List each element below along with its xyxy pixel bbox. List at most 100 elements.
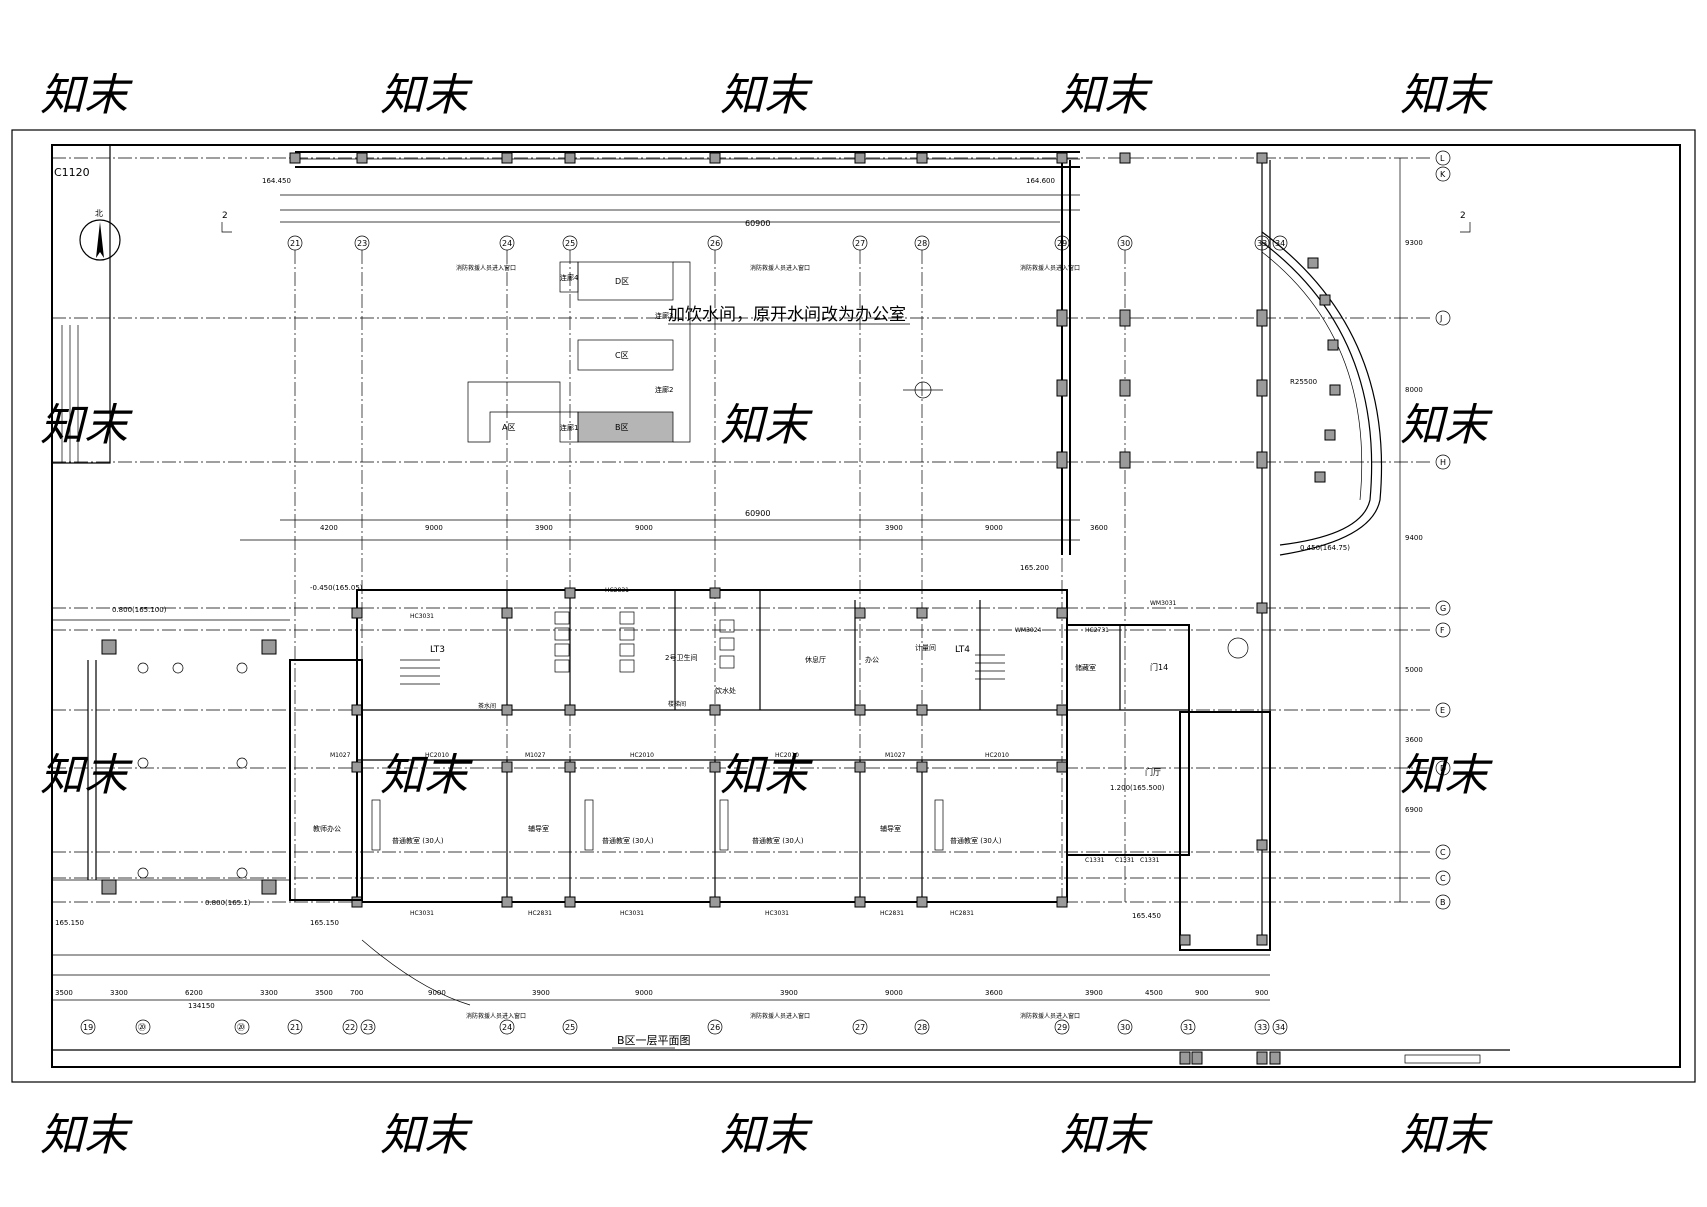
section-mark-left: 2 xyxy=(222,211,228,221)
svg-text:知末: 知末 xyxy=(720,400,813,451)
svg-text:知末: 知末 xyxy=(1400,70,1493,121)
svg-text:900: 900 xyxy=(1255,989,1268,997)
svg-text:27: 27 xyxy=(855,1023,865,1032)
svg-text:知末: 知末 xyxy=(720,70,813,121)
classroom-3: 普通教室 (30人) xyxy=(752,836,804,845)
svg-text:C1331: C1331 xyxy=(1085,857,1105,864)
right-bay xyxy=(1056,160,1271,940)
svg-text:知末: 知末 xyxy=(1400,400,1493,451)
svg-text:28: 28 xyxy=(917,1023,927,1032)
grid-row-K: K xyxy=(1440,170,1446,179)
svg-text:知末: 知末 xyxy=(1400,1110,1493,1161)
curved-wing: R25500 xyxy=(1261,231,1383,556)
svg-text:34: 34 xyxy=(1275,239,1285,248)
dim-right-1: 9300 xyxy=(1405,239,1423,247)
lobby-block: 门厅 1.200(165.500) xyxy=(1066,602,1271,951)
svg-text:23: 23 xyxy=(357,239,367,248)
svg-text:HC3031: HC3031 xyxy=(410,613,434,620)
svg-text:3300: 3300 xyxy=(110,989,128,997)
svg-text:30: 30 xyxy=(1120,239,1130,248)
svg-text:知末: 知末 xyxy=(1060,70,1153,121)
stair-lt3 xyxy=(400,659,440,685)
grid-row-F: F xyxy=(1440,626,1445,635)
svg-text:30: 30 xyxy=(1120,1023,1130,1032)
classroom-1: 普通教室 (30人) xyxy=(392,836,444,845)
svg-text:HC3031: HC3031 xyxy=(620,910,644,917)
svg-text:HC2831: HC2831 xyxy=(880,910,904,917)
svg-text:9000: 9000 xyxy=(635,989,653,997)
elev-left-5: 0.800(165.1) xyxy=(205,899,251,907)
mid-dimension-band: 60900 4200 9000 3900 9000 3900 9000 3600… xyxy=(240,509,1108,572)
room-door14: 门14 xyxy=(1150,662,1168,672)
svg-text:21: 21 xyxy=(290,1023,300,1032)
grid-row-C: C xyxy=(1440,874,1446,883)
bottom-dimensions: 134150 3500 3300 6200 3300 3500 700 9000… xyxy=(52,954,1270,1010)
room-toilet2: 2号卫生间 xyxy=(665,653,697,662)
grid-col-21: 21 xyxy=(287,235,303,905)
toilet-stalls xyxy=(554,611,735,673)
elev-left-3: 165.150 xyxy=(55,919,84,927)
svg-text:4500: 4500 xyxy=(1145,989,1163,997)
svg-text:消防救援人员进入窗口: 消防救援人员进入窗口 xyxy=(1020,1012,1080,1020)
svg-text:9000: 9000 xyxy=(635,524,653,532)
room-water: 饮水处 xyxy=(715,686,736,695)
svg-text:知末: 知末 xyxy=(720,750,813,801)
room-stair-room: 楼梯间 xyxy=(668,700,686,708)
dim-right-3: 9400 xyxy=(1405,534,1423,542)
dim-top-overall: 60900 xyxy=(745,219,770,228)
prep-room-1: 辅导室 xyxy=(528,824,549,833)
svg-text:知末: 知末 xyxy=(720,1110,813,1161)
svg-text:22: 22 xyxy=(345,1023,355,1032)
prep-room-2: 辅导室 xyxy=(880,824,901,833)
dim-bottom-overall: 134150 xyxy=(188,1002,215,1010)
svg-text:消防救援人员进入窗口: 消防救援人员进入窗口 xyxy=(466,1012,526,1020)
svg-text:24: 24 xyxy=(502,1023,512,1032)
svg-text:19: 19 xyxy=(83,1023,93,1032)
left-panel-code: C1120 xyxy=(54,166,90,179)
svg-text:3900: 3900 xyxy=(780,989,798,997)
left-panel: C1120 北 xyxy=(51,144,121,464)
svg-text:21: 21 xyxy=(290,239,300,248)
room-storage: 储藏室 xyxy=(1075,663,1096,672)
svg-text:HC3031: HC3031 xyxy=(765,910,789,917)
svg-text:M1027: M1027 xyxy=(885,752,906,759)
classroom-4: 普通教室 (30人) xyxy=(950,836,1002,845)
classroom-2: 普通教室 (30人) xyxy=(602,836,654,845)
site-zone-b: B区 xyxy=(615,423,629,432)
svg-text:33: 33 xyxy=(1257,1023,1267,1032)
room-lt4: LT4 xyxy=(955,645,970,655)
svg-text:28: 28 xyxy=(917,239,927,248)
svg-text:900: 900 xyxy=(1195,989,1208,997)
svg-text:知末: 知末 xyxy=(1400,750,1493,801)
svg-text:25: 25 xyxy=(565,239,575,248)
drawing-title: B区一层平面图 xyxy=(617,1034,691,1047)
svg-text:3500: 3500 xyxy=(55,989,73,997)
grid-row-B: B xyxy=(1440,898,1446,907)
room-lobby: 门厅 xyxy=(1145,767,1161,777)
svg-text:3300: 3300 xyxy=(260,989,278,997)
svg-text:⑳: ⑳ xyxy=(237,1023,245,1032)
svg-text:消防救援人员进入窗口: 消防救援人员进入窗口 xyxy=(750,1012,810,1020)
grid-col-34: 34 xyxy=(1272,235,1288,251)
elev-mid: 165.200 xyxy=(1020,564,1049,572)
elev-lobby: 1.200(165.500) xyxy=(1110,784,1165,792)
svg-text:31: 31 xyxy=(1183,1023,1193,1032)
site-link-2: 连廊2 xyxy=(655,385,673,394)
svg-text:HC3031: HC3031 xyxy=(410,910,434,917)
svg-text:知末: 知末 xyxy=(40,70,133,121)
room-teachers: 教师办公 xyxy=(313,824,341,833)
grid-right: L K J H G F E D C C B 9300 8000 9400 500… xyxy=(1399,150,1451,910)
radius-label: R25500 xyxy=(1290,378,1317,386)
fire-rescue-notes: 消防救援人员进入窗口 消防救援人员进入窗口 消防救援人员进入窗口 消防救援人员进… xyxy=(456,264,1080,1020)
svg-text:知末: 知末 xyxy=(40,750,133,801)
site-zone-a: A区 xyxy=(502,423,515,432)
svg-text:HC2010: HC2010 xyxy=(425,752,449,759)
classroom-block: LT3 LT4 2号卫生间 休息厅 办公 计量间 饮水处 储藏室 门14 茶水间… xyxy=(313,587,1177,917)
svg-text:WM3024: WM3024 xyxy=(1015,627,1042,634)
svg-text:24: 24 xyxy=(502,239,512,248)
elev-top-left: 164.450 xyxy=(262,177,291,185)
svg-text:HC2831: HC2831 xyxy=(528,910,552,917)
elev-top-right: 164.600 xyxy=(1026,177,1055,185)
stair-lt4 xyxy=(975,654,1005,680)
